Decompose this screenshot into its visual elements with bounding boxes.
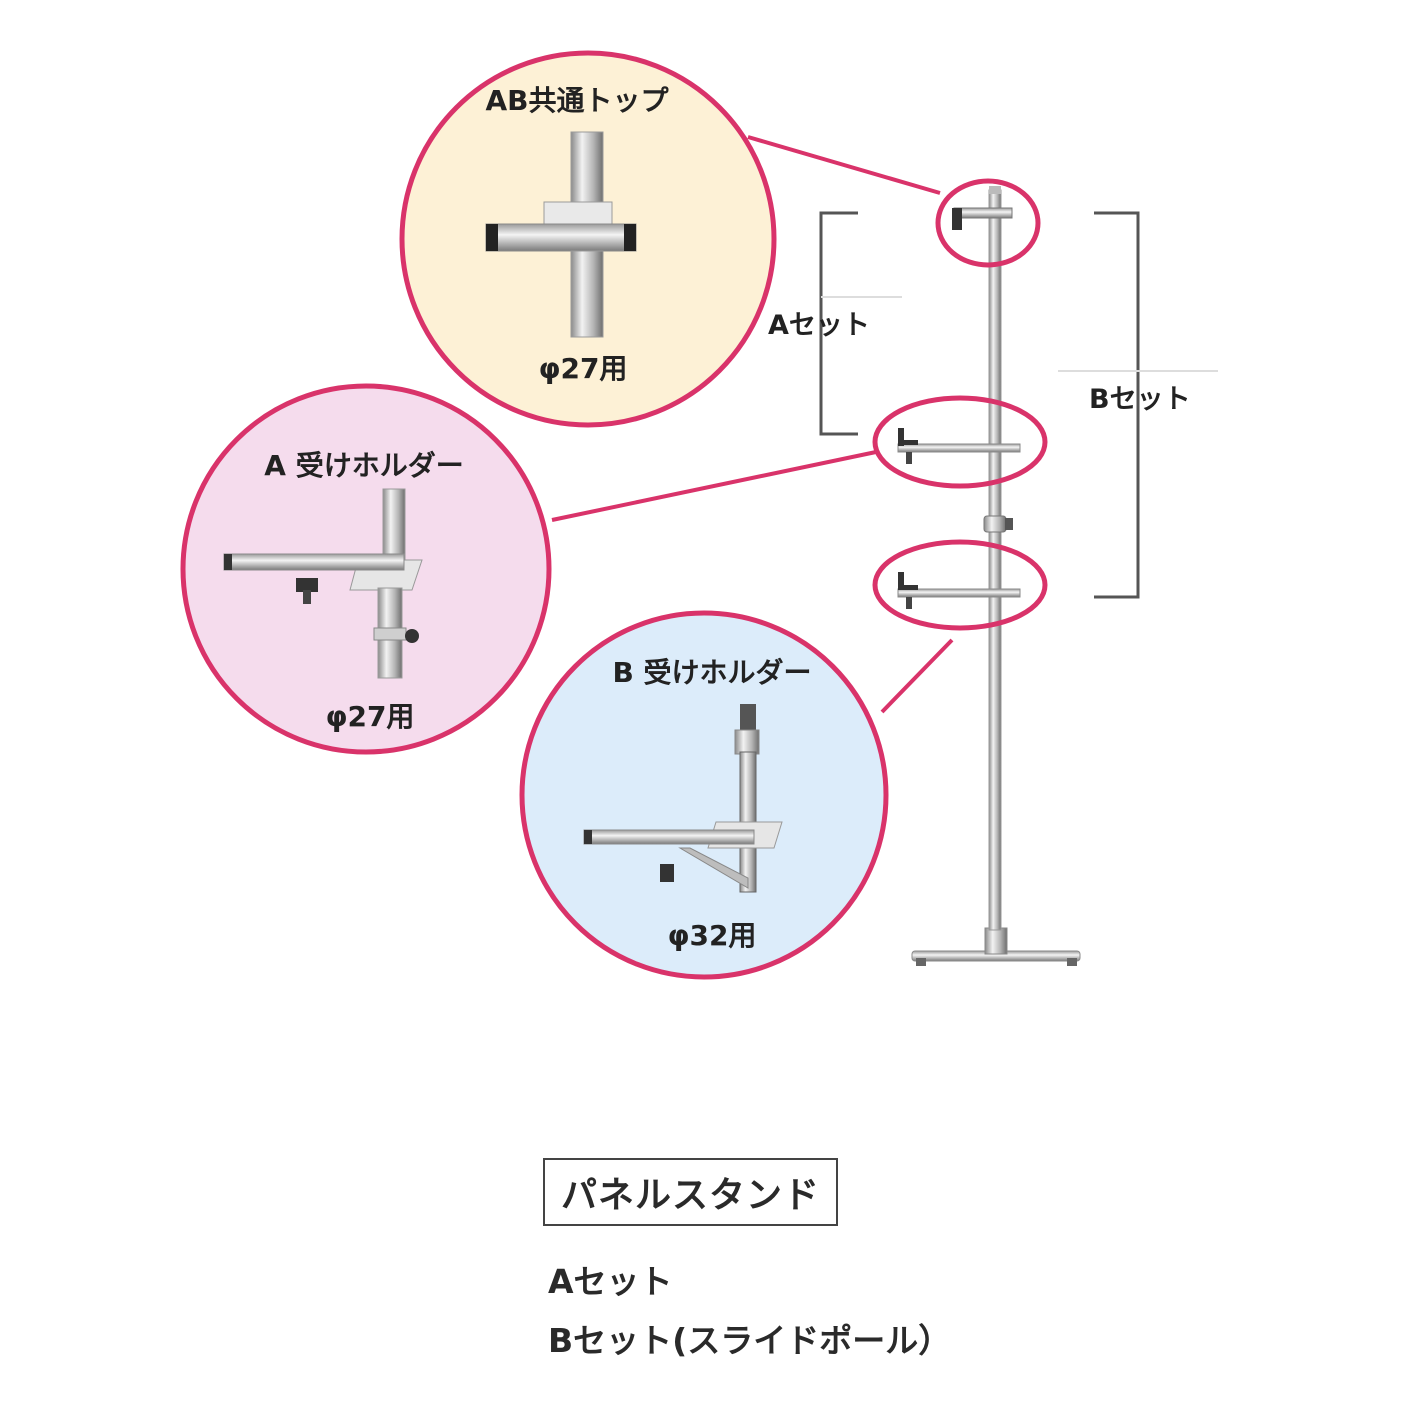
b-pipe-upper (740, 704, 756, 734)
b-clamp (660, 864, 674, 882)
b-brace (678, 847, 749, 889)
a-knob (405, 629, 419, 643)
product-name-box: パネルスタンド (543, 1158, 838, 1226)
top-end-right (624, 224, 636, 251)
stand-collar (984, 927, 1008, 955)
top-end-left (486, 224, 498, 251)
callout-ab-top-spec: φ27用 (539, 352, 628, 385)
stand-a-lip-foot (898, 440, 918, 445)
connector-top (747, 135, 941, 195)
callout-b-holder-circle (519, 610, 889, 980)
stand-foot-right (1067, 958, 1077, 966)
b-set-bracket (1094, 211, 1140, 599)
connector-a-holder (551, 450, 877, 522)
callout-a-holder: A 受けホルダー φ27用 (180, 383, 552, 755)
slide-knob (983, 515, 1007, 533)
stand-highlights (872, 178, 1048, 631)
highlight-top (935, 178, 1041, 268)
stand-b-screw (906, 597, 912, 609)
stand-b-arm (897, 588, 1021, 598)
stand-a-screw (906, 452, 912, 464)
highlight-b-holder (872, 539, 1048, 631)
b-arm-end (584, 830, 592, 844)
callout-b-holder-spec: φ32用 (668, 919, 757, 952)
stand-foot-left (916, 958, 926, 966)
panel-stand (897, 186, 1081, 966)
callout-connectors (551, 135, 954, 714)
top-pipe-horizontal (485, 223, 637, 252)
a-arm (223, 553, 405, 571)
callout-a-holder-spec: φ27用 (326, 700, 415, 733)
a-clamp-screw (303, 590, 311, 604)
callout-b-holder: B 受けホルダー φ32用 (519, 610, 889, 980)
a-arm-end (224, 554, 232, 570)
slide-knob-screw (1005, 518, 1013, 530)
a-clamp (296, 578, 318, 592)
highlight-a-holder (872, 395, 1048, 489)
callout-ab-top-title: AB共通トップ (485, 84, 669, 117)
product-name: パネルスタンド (560, 1175, 820, 1216)
caption-set-b: Bセット(スライドポール） (548, 1321, 952, 1360)
a-set-label: Aセット (768, 310, 870, 341)
stand-top-arm (953, 207, 1013, 219)
callout-a-holder-title: A 受けホルダー (264, 449, 463, 482)
stand-pole (988, 189, 1002, 931)
b-collar (734, 729, 760, 755)
a-set-bracket (819, 211, 858, 436)
stand-top-hook (952, 208, 962, 230)
top-pipe-lower (570, 250, 604, 338)
callout-ab-top: AB共通トップ φ27用 (399, 50, 777, 428)
stand-b-lip (898, 572, 904, 590)
connector-b-holder (880, 638, 954, 714)
b-arm (583, 829, 755, 845)
callout-b-holder-title: B 受けホルダー (612, 656, 811, 689)
a-collar (373, 627, 407, 641)
stand-top-cap (989, 186, 1001, 194)
stand-b-lip-foot (898, 585, 918, 590)
b-set-label: Bセット (1089, 384, 1191, 415)
stand-a-lip (898, 428, 904, 446)
caption-set-a: Aセット (548, 1262, 673, 1301)
stand-a-arm (897, 443, 1021, 453)
